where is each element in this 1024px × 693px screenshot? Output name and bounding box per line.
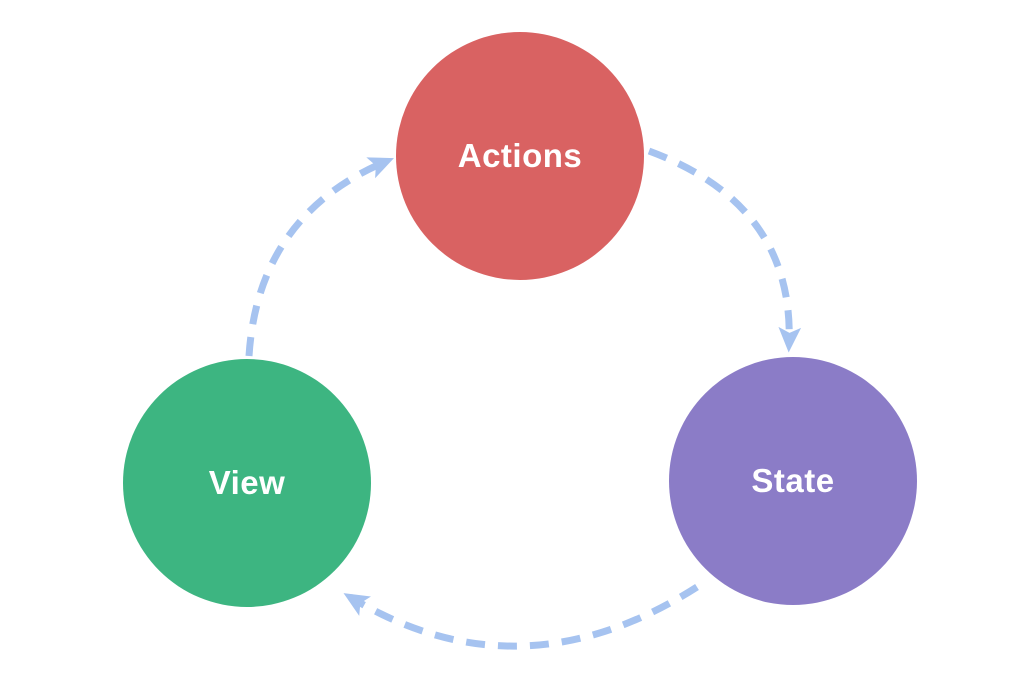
- node-view: View: [123, 359, 371, 607]
- node-actions-label: Actions: [457, 137, 583, 174]
- arrow-actions-to-state: [647, 147, 802, 353]
- node-state-label: State: [751, 462, 835, 499]
- node-view-label: View: [208, 464, 286, 501]
- arrow-view-to-actions: [245, 157, 394, 357]
- arrow-state-to-view: [343, 584, 699, 650]
- node-state: State: [669, 357, 917, 605]
- node-actions: Actions: [396, 32, 644, 280]
